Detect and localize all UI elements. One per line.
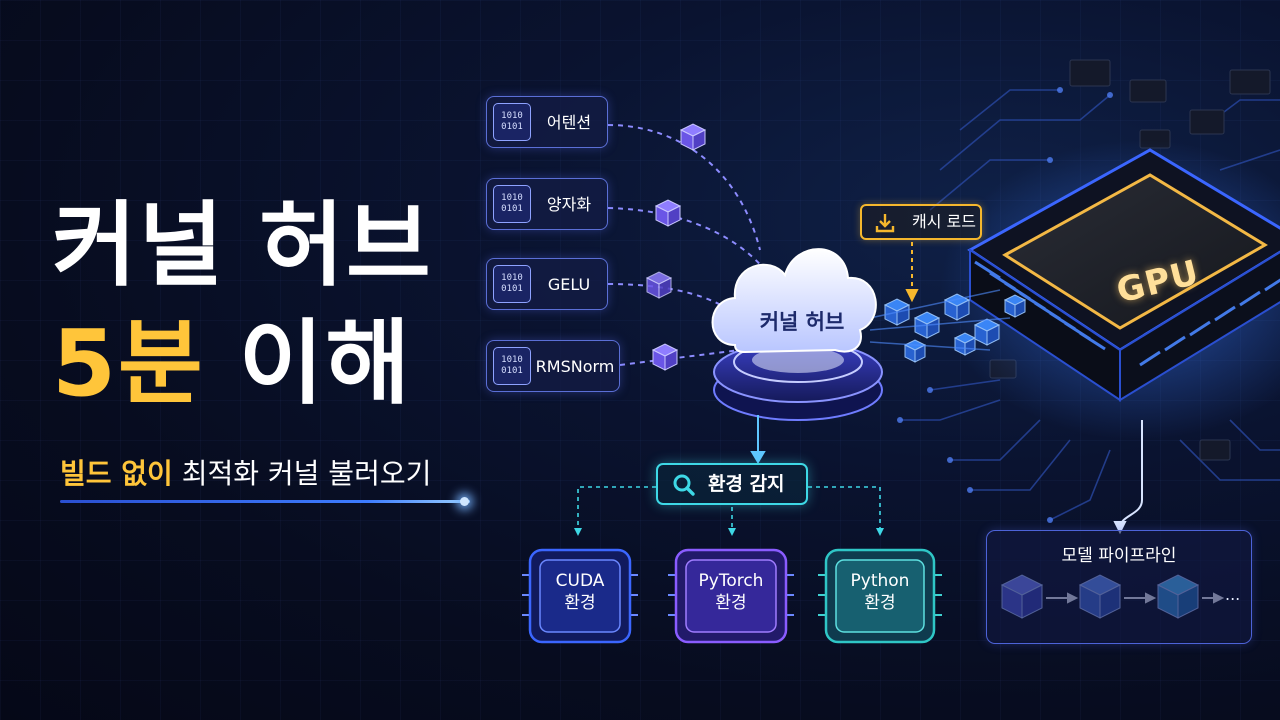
title-accent: 5분 xyxy=(52,310,205,417)
subtitle-rest: 최적화 커널 불러오기 xyxy=(181,457,432,490)
hub-cloud xyxy=(711,248,877,354)
environment-detect-box: 환경 감지 xyxy=(656,463,808,505)
pipeline-ellipsis: ... xyxy=(1225,585,1241,604)
download-icon xyxy=(875,214,895,233)
title-line1-text: 커널 허브 xyxy=(52,192,433,299)
kernel-cubes xyxy=(645,123,707,371)
title-line2-rest: 이해 xyxy=(238,310,412,417)
subtitle: 빌드 없이 최적화 커널 불러오기 xyxy=(60,452,431,492)
model-pipeline-box: 모델 파이프라인 ... xyxy=(986,530,1252,644)
detect-arrowheads xyxy=(574,528,884,536)
kernel-label: RMSNorm xyxy=(535,357,615,376)
cache-load-box: 캐시 로드 xyxy=(860,204,982,240)
gpu-chip xyxy=(967,148,1280,402)
env-pytorch: PyTorch 환경 xyxy=(688,570,774,656)
env-cuda-name: CUDA xyxy=(555,571,605,591)
env-python: Python 환경 xyxy=(837,570,923,656)
kernel-connectors xyxy=(607,124,766,366)
detect-branches xyxy=(577,486,881,530)
search-icon xyxy=(673,474,695,496)
kernel-label: 양자화 xyxy=(546,195,592,214)
env-pytorch-name: PyTorch xyxy=(698,571,764,591)
pipeline-title: 모델 파이프라인 xyxy=(1061,546,1177,566)
gpu-pipeline-arrow xyxy=(1113,420,1143,535)
cache-arrow xyxy=(905,242,919,303)
cache-label: 캐시 로드 xyxy=(912,212,976,231)
underline-glow-dot xyxy=(460,497,469,506)
env-cuda: CUDA 환경 xyxy=(537,570,623,656)
stream-lines xyxy=(869,289,1011,351)
kernel-label: 어텐션 xyxy=(546,113,592,132)
subtitle-underline xyxy=(60,500,470,503)
env-python-name: Python xyxy=(850,571,910,591)
hub-pedestal xyxy=(713,341,883,421)
detect-label: 환경 감지 xyxy=(708,473,785,495)
kernel-label: GELU xyxy=(547,275,591,294)
env-pytorch-suffix: 환경 xyxy=(715,593,747,613)
subtitle-accent: 빌드 없이 xyxy=(60,457,173,490)
circuit-traces xyxy=(900,89,1280,521)
env-python-suffix: 환경 xyxy=(864,593,896,613)
hub-label: 커널 허브 xyxy=(759,310,845,334)
env-cuda-suffix: 환경 xyxy=(564,593,596,613)
env-chip-pins xyxy=(522,574,794,616)
main-title-line2: 5분 이해 xyxy=(52,318,412,410)
hub-down-arrow xyxy=(750,415,766,464)
data-stream xyxy=(883,293,1027,363)
main-title-line1: 커널 허브 xyxy=(52,200,433,292)
